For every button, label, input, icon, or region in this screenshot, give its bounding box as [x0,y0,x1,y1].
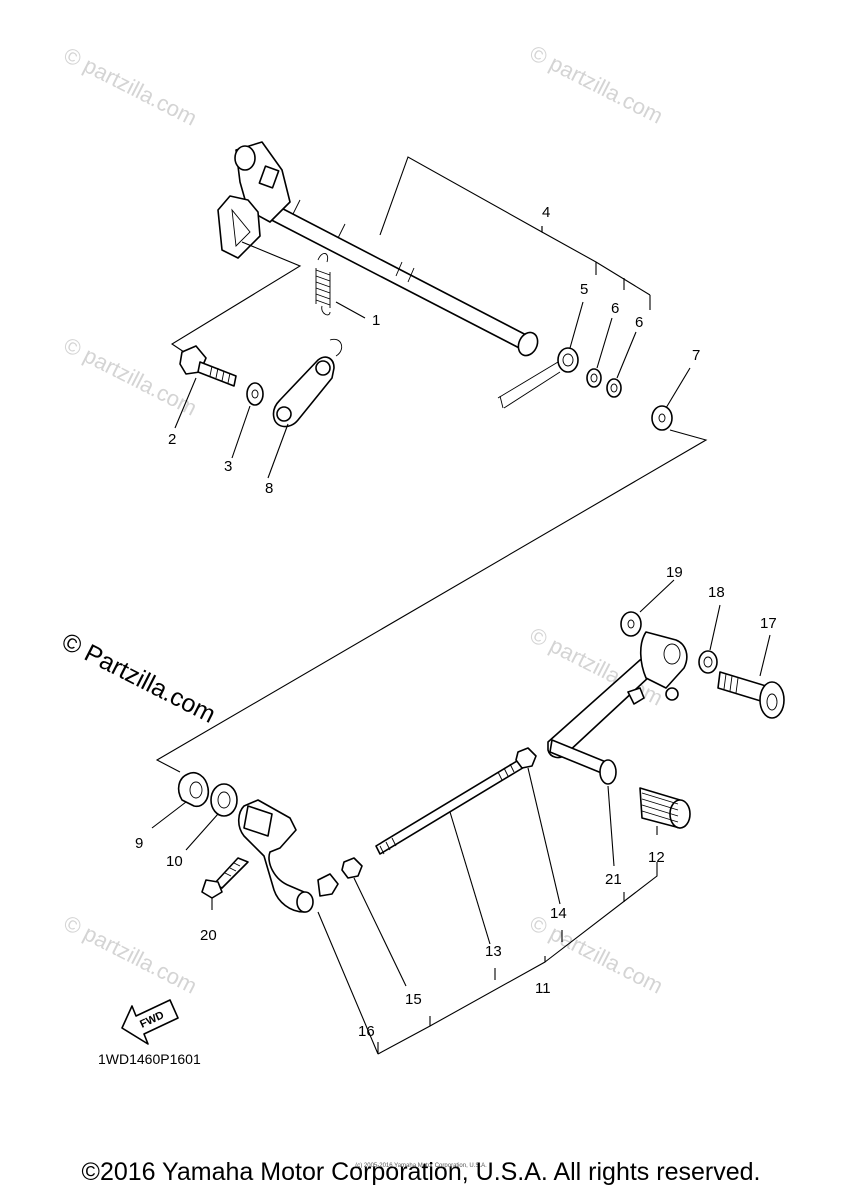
callout-9: 9 [135,835,143,852]
callout-3: 3 [224,458,232,475]
callout-16: 16 [358,1023,375,1040]
callout-6a: 6 [611,300,619,317]
leader-lines-upper [155,156,708,773]
pivot-bolt [717,671,785,719]
torsion-spring [497,347,579,409]
pedal-rubber [639,787,691,829]
leader-lines-lower [151,579,771,1055]
watermarks: © partzilla.com © partzilla.com © partzi… [60,40,667,998]
callout-12: 12 [648,849,665,866]
callout-21: 21 [605,871,622,888]
watermark: © partzilla.com [60,910,201,998]
locknut [515,747,537,769]
watermark: © partzilla.com [60,332,201,420]
small-copyright: (c) 2005-2016 Yamaha Motor Corporation, … [355,1163,487,1169]
oil-seal [210,783,238,817]
callout-7: 7 [692,347,700,364]
copyright-footer: ©2016 Yamaha Motor Corporation, U.S.A. A… [81,1158,761,1186]
shift-pedal [547,631,688,785]
callout-13: 13 [485,943,502,960]
watermark: © partzilla.com [60,42,201,130]
locknut [341,857,363,879]
callout-5: 5 [580,281,588,298]
shift-lever-plate [272,338,343,428]
callout-4: 4 [542,204,550,221]
watermark-large: © Partzilla.com [57,627,220,728]
callout-1: 1 [372,312,380,329]
callout-11: 11 [535,980,551,997]
callout-8: 8 [265,480,273,497]
washer [246,382,264,406]
watermark: © partzilla.com [526,40,667,128]
callout-17: 17 [760,615,777,632]
circlip [698,650,718,674]
circlip [586,368,602,388]
forward-arrow-icon: FWD [121,999,179,1045]
bearing [177,772,210,808]
callout-2: 2 [168,431,176,448]
washer [620,611,642,637]
callout-10: 10 [166,853,183,870]
clamp-bolt [201,857,249,899]
callout-18: 18 [708,584,725,601]
callout-19: 19 [666,564,683,581]
callout-20: 20 [200,927,217,944]
circlip [606,378,622,398]
return-spring [315,253,331,316]
diagram-code: 1WD1460P1601 [98,1051,201,1067]
callout-6b: 6 [635,314,643,331]
washer [651,405,673,431]
bolt [179,345,237,387]
callouts: 1 2 3 4 5 6 6 7 8 9 10 11 12 13 14 15 16… [135,204,777,1040]
shift-shaft-assembly [217,141,539,357]
shift-rod [375,757,527,855]
shift-arm [237,799,339,913]
callout-15: 15 [405,991,422,1008]
callout-14: 14 [550,905,567,922]
